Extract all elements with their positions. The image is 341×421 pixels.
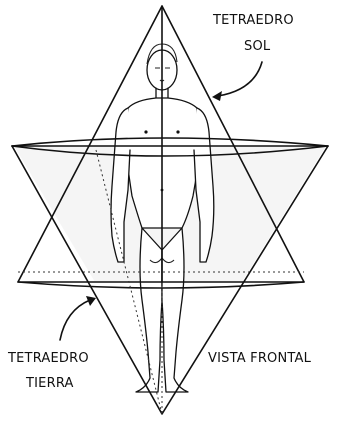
- earth-label-line2: TIERRA: [25, 376, 74, 391]
- sun-arrow-line: [218, 62, 262, 96]
- earth-label-line1: TETRAEDRO: [7, 351, 89, 366]
- figure-leg-left: [136, 228, 162, 392]
- sun-label-line1: TETRAEDRO: [212, 13, 294, 28]
- figure-nipple-right: [176, 130, 179, 133]
- view-label: VISTA FRONTAL: [208, 351, 312, 366]
- earth-arrow: [60, 296, 96, 340]
- sun-label-line2: SOL: [244, 39, 271, 54]
- figure-nipple-left: [144, 130, 147, 133]
- sun-arrow: [212, 62, 262, 101]
- figure-leg-right: [162, 228, 188, 392]
- sun-arrow-head: [212, 91, 222, 101]
- earth-arrow-line: [60, 300, 90, 340]
